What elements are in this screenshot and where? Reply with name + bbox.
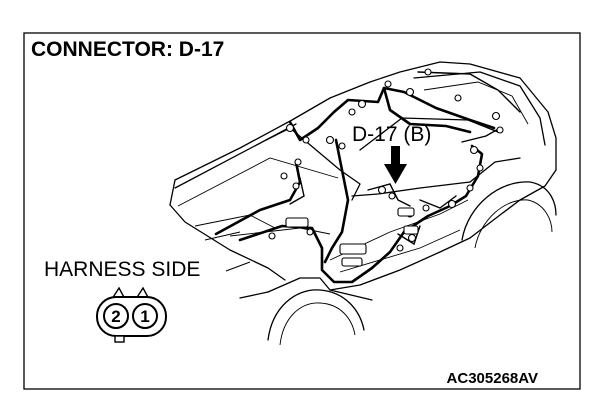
connector-pin-2-label: 2 <box>111 307 120 326</box>
harness-connectors <box>268 68 504 267</box>
connector-callout-label: D-17 (B) <box>352 123 431 146</box>
arrow-down-icon <box>384 146 407 184</box>
connector-face-icon: 2 1 <box>96 286 167 343</box>
connector-pin-1 <box>132 303 158 329</box>
connector-pin-1-label: 1 <box>140 307 149 326</box>
harness-side-underline <box>225 261 251 272</box>
diagram-frame <box>23 32 581 390</box>
harness-side-label: HARNESS SIDE <box>44 258 200 281</box>
diagram-title: CONNECTOR: D-17 <box>31 38 224 61</box>
reference-code: AC305268AV <box>447 370 538 387</box>
wire-harness <box>214 71 521 284</box>
vehicle-outline <box>169 61 557 346</box>
connector-pin-2 <box>103 303 129 329</box>
